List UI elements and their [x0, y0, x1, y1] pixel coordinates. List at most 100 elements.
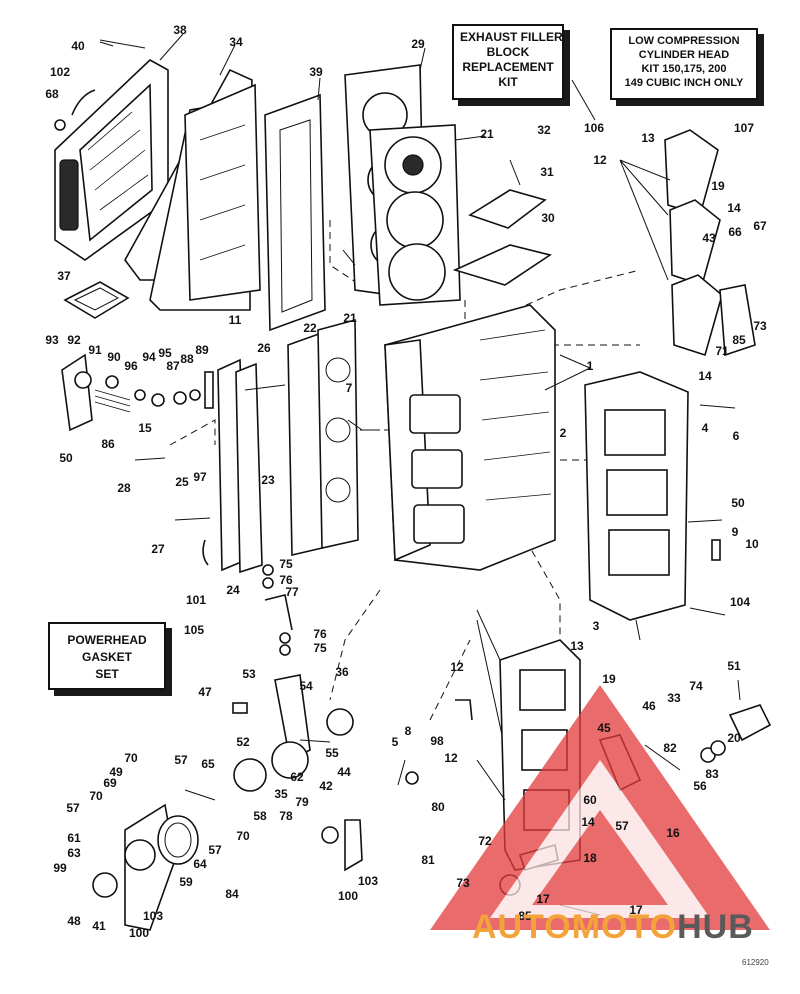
- part-callout-103: 103: [358, 874, 378, 888]
- watermark-auto: AUTO: [472, 908, 572, 946]
- part-callout-15: 15: [138, 421, 152, 435]
- exhaust-filler-kit-box: EXHAUST FILLER BLOCK REPLACEMENT KIT: [452, 24, 564, 100]
- part-callout-70: 70: [124, 751, 138, 765]
- part-callout-44: 44: [337, 765, 351, 779]
- part-callout-71: 71: [715, 344, 729, 358]
- part-callout-47: 47: [198, 685, 212, 699]
- part-callout-73: 73: [456, 876, 470, 890]
- part-callout-100: 100: [129, 926, 149, 940]
- part-callout-51: 51: [727, 659, 741, 673]
- link-82: [644, 744, 681, 771]
- part-callout-90: 90: [107, 350, 121, 364]
- part-callout-55: 55: [325, 746, 339, 760]
- gasket-30: [452, 244, 552, 286]
- part-callout-46: 46: [642, 699, 656, 713]
- part-callout-87: 87: [166, 359, 180, 373]
- divider-plate: [184, 83, 261, 301]
- bolt-104: [689, 607, 726, 616]
- part-callout-104: 104: [730, 595, 750, 609]
- part-callout-102: 102: [50, 65, 70, 79]
- part-callout-86: 86: [101, 437, 115, 451]
- part-callout-24: 24: [226, 583, 240, 597]
- part-callout-17: 17: [629, 903, 643, 917]
- fitting-87: [173, 391, 187, 405]
- part-callout-88: 88: [180, 352, 194, 366]
- part-callout-37: 37: [57, 269, 71, 283]
- watermark-hub: HUB: [677, 908, 754, 946]
- part-callout-30: 30: [541, 211, 555, 225]
- part-callout-56: 56: [693, 779, 707, 793]
- part-callout-29: 29: [411, 37, 425, 51]
- kit-line: REPLACEMENT: [462, 60, 554, 74]
- part-callout-40: 40: [71, 39, 85, 53]
- kit-line: LOW COMPRESSION: [628, 35, 740, 47]
- gasket-39: [264, 93, 326, 332]
- part-callout-93: 93: [45, 333, 59, 347]
- cylinder-head: [287, 318, 359, 557]
- low-compression-kit-box: LOW COMPRESSION CYLINDER HEAD KIT 150,17…: [610, 28, 758, 100]
- washer-8: [405, 771, 419, 785]
- cylinder-block: [384, 304, 556, 571]
- part-callout-75: 75: [313, 641, 327, 655]
- part-callout-78: 78: [279, 809, 293, 823]
- part-callout-14: 14: [727, 201, 741, 215]
- valve-90: [105, 375, 119, 389]
- clip-9: [711, 539, 721, 561]
- lever-44: [344, 819, 363, 872]
- part-callout-45: 45: [597, 721, 611, 735]
- bolt-40: [99, 39, 146, 49]
- part-callout-99: 99: [53, 861, 67, 875]
- part-callout-10: 10: [745, 537, 759, 551]
- part-callout-11: 11: [229, 313, 242, 327]
- seal-92: [74, 371, 92, 389]
- part-callout-57: 57: [208, 843, 222, 857]
- kit-line: GASKET: [81, 650, 132, 664]
- part-callout-31: 31: [540, 165, 554, 179]
- part-callout-19: 19: [711, 179, 725, 193]
- bolt-6: [699, 404, 736, 409]
- part-callout-12: 12: [593, 153, 607, 167]
- part-callout-35: 35: [274, 787, 288, 801]
- part-callout-38: 38: [173, 23, 187, 37]
- part-callout-58: 58: [253, 809, 267, 823]
- part-callout-2: 2: [560, 426, 567, 440]
- gasket-89: [204, 371, 214, 409]
- part-callout-67: 67: [753, 219, 767, 233]
- part-callout-1: 1: [587, 359, 594, 373]
- part-callout-72: 72: [478, 834, 492, 848]
- part-callout-106: 106: [584, 121, 604, 135]
- kit-line: BLOCK: [486, 45, 530, 59]
- washer-83: [710, 740, 726, 756]
- part-callout-70: 70: [89, 789, 103, 803]
- kit-line: SET: [95, 667, 119, 681]
- bolt-50b: [687, 519, 723, 523]
- clip-68: [54, 119, 66, 131]
- part-callout-101: 101: [186, 593, 206, 607]
- powerhead-gasket-set-box: POWERHEAD GASKET SET: [48, 622, 166, 690]
- part-callout-68: 68: [45, 87, 59, 101]
- cover-20: [728, 704, 772, 742]
- cover-31: [468, 189, 547, 229]
- part-callout-107: 107: [734, 121, 754, 135]
- part-callout-16: 16: [666, 826, 680, 840]
- part-callout-14: 14: [698, 369, 712, 383]
- part-callout-91: 91: [88, 343, 102, 357]
- gasket-37: [63, 281, 130, 319]
- kit-line: KIT 150,175, 200: [641, 63, 727, 75]
- part-callout-43: 43: [702, 231, 716, 245]
- bolt-26: [244, 384, 286, 391]
- part-callout-34: 34: [229, 35, 243, 49]
- part-callout-85: 85: [732, 333, 746, 347]
- part-callout-92: 92: [67, 333, 81, 347]
- part-callout-61: 61: [67, 831, 81, 845]
- part-callout-33: 33: [667, 691, 681, 705]
- part-callout-13: 13: [641, 131, 655, 145]
- part-callout-41: 41: [92, 919, 106, 933]
- part-callout-94: 94: [142, 350, 156, 364]
- pin-5: [397, 759, 406, 786]
- part-callout-42: 42: [319, 779, 333, 793]
- kit-line: 149 CUBIC INCH ONLY: [624, 77, 744, 89]
